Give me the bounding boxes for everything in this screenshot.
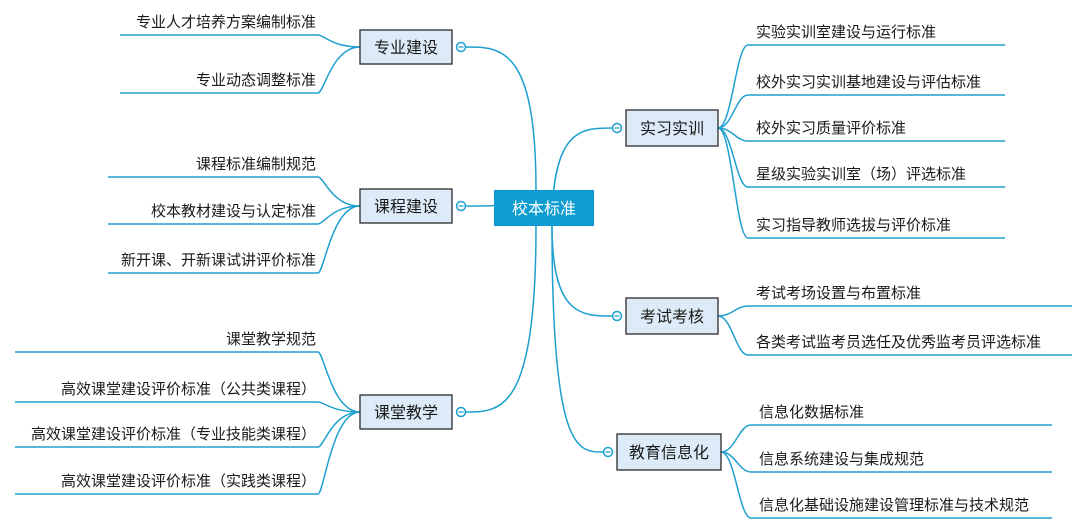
branch-box [625, 297, 719, 335]
leaf-link-3-1 [717, 94, 1005, 129]
left-leaf-label[interactable]: 高效课堂建设评价标准（公共类课程） [61, 380, 316, 398]
root-link-2 [465, 225, 537, 413]
right-leaf-label[interactable]: 考试考场设置与布置标准 [756, 284, 921, 302]
left-leaf-label[interactable]: 新开课、开新课试讲评价标准 [121, 251, 316, 269]
branch-node-2[interactable]: 课堂教学 [359, 394, 467, 430]
right-leaf-label[interactable]: 实验实训室建设与运行标准 [756, 23, 936, 41]
leaf-link-4-0 [717, 305, 1072, 317]
branch-box [359, 188, 453, 224]
leaf-link-0-1 [120, 46, 361, 94]
right-leaf-label[interactable]: 信息化数据标准 [759, 403, 864, 421]
right-leaf-label[interactable]: 各类考试监考员选任及优秀监考员评选标准 [756, 333, 1041, 351]
left-leaf-label[interactable]: 校本教材建设与认定标准 [151, 202, 316, 220]
branch-label: 专业建设 [374, 38, 438, 57]
right-leaf-label[interactable]: 校外实习质量评价标准 [756, 119, 906, 137]
branch-label: 教育信息化 [629, 443, 709, 462]
left-leaf-label[interactable]: 专业动态调整标准 [196, 71, 316, 89]
branch-node-1[interactable]: 课程建设 [359, 188, 467, 224]
branch-node-0[interactable]: 专业建设 [359, 29, 467, 65]
root-box [494, 190, 594, 226]
branch-label: 考试考核 [640, 307, 704, 326]
leaf-link-1-0 [108, 176, 361, 207]
right-leaf-label[interactable]: 星级实验实训室（场）评选标准 [756, 165, 966, 183]
leaf-link-5-1 [720, 451, 1052, 473]
branch-box [359, 394, 453, 430]
branch-node-4[interactable]: 考试考核 [611, 297, 719, 335]
branch-label: 课程建设 [374, 197, 438, 216]
left-leaf-label[interactable]: 课程标准编制规范 [196, 155, 316, 173]
leaf-link-1-2 [108, 205, 361, 274]
right-leaf-label[interactable]: 信息化基础设施建设管理标准与技术规范 [759, 496, 1029, 514]
branch-box [359, 29, 453, 65]
left-leaf-label[interactable]: 高效课堂建设评价标准（实践类课程） [61, 472, 316, 490]
leaf-link-2-2 [15, 411, 361, 448]
leaf-link-5-2 [720, 451, 1052, 519]
root-label: 校本标准 [512, 199, 576, 218]
leaf-link-1-1 [108, 205, 361, 225]
root-node[interactable]: 校本标准 [494, 190, 594, 226]
leaf-link-2-0 [15, 351, 361, 413]
left-leaf-label[interactable]: 课堂教学规范 [226, 330, 316, 348]
root-link-0 [465, 46, 537, 191]
branch-box [616, 433, 722, 471]
root-link-5 [551, 225, 604, 453]
leaf-link-2-1 [15, 401, 361, 413]
leaf-link-3-3 [717, 127, 1005, 188]
left-leaf-label[interactable]: 高效课堂建设评价标准（专业技能类课程） [31, 425, 316, 443]
leaf-link-0-0 [120, 34, 361, 48]
leaf-link-3-0 [717, 44, 1005, 129]
leaf-link-3-2 [717, 127, 1005, 142]
leaf-link-2-3 [15, 411, 361, 495]
leaf-link-3-4 [717, 127, 1005, 239]
branch-box [625, 109, 719, 147]
right-leaf-label[interactable]: 校外实习实训基地建设与评估标准 [756, 73, 981, 91]
left-leaf-label[interactable]: 专业人才培养方案编制标准 [136, 13, 316, 31]
leaf-link-4-1 [717, 315, 1072, 356]
branch-node-5[interactable]: 教育信息化 [602, 433, 722, 471]
right-leaf-label[interactable]: 信息系统建设与集成规范 [759, 450, 924, 468]
leaf-link-5-0 [720, 424, 1052, 453]
branch-label: 课堂教学 [374, 403, 438, 422]
root-link-4 [551, 225, 613, 317]
branch-label: 实习实训 [640, 119, 704, 138]
right-leaf-label[interactable]: 实习指导教师选拔与评价标准 [756, 216, 951, 234]
branch-node-3[interactable]: 实习实训 [611, 109, 719, 147]
connector-lines [15, 34, 1072, 519]
